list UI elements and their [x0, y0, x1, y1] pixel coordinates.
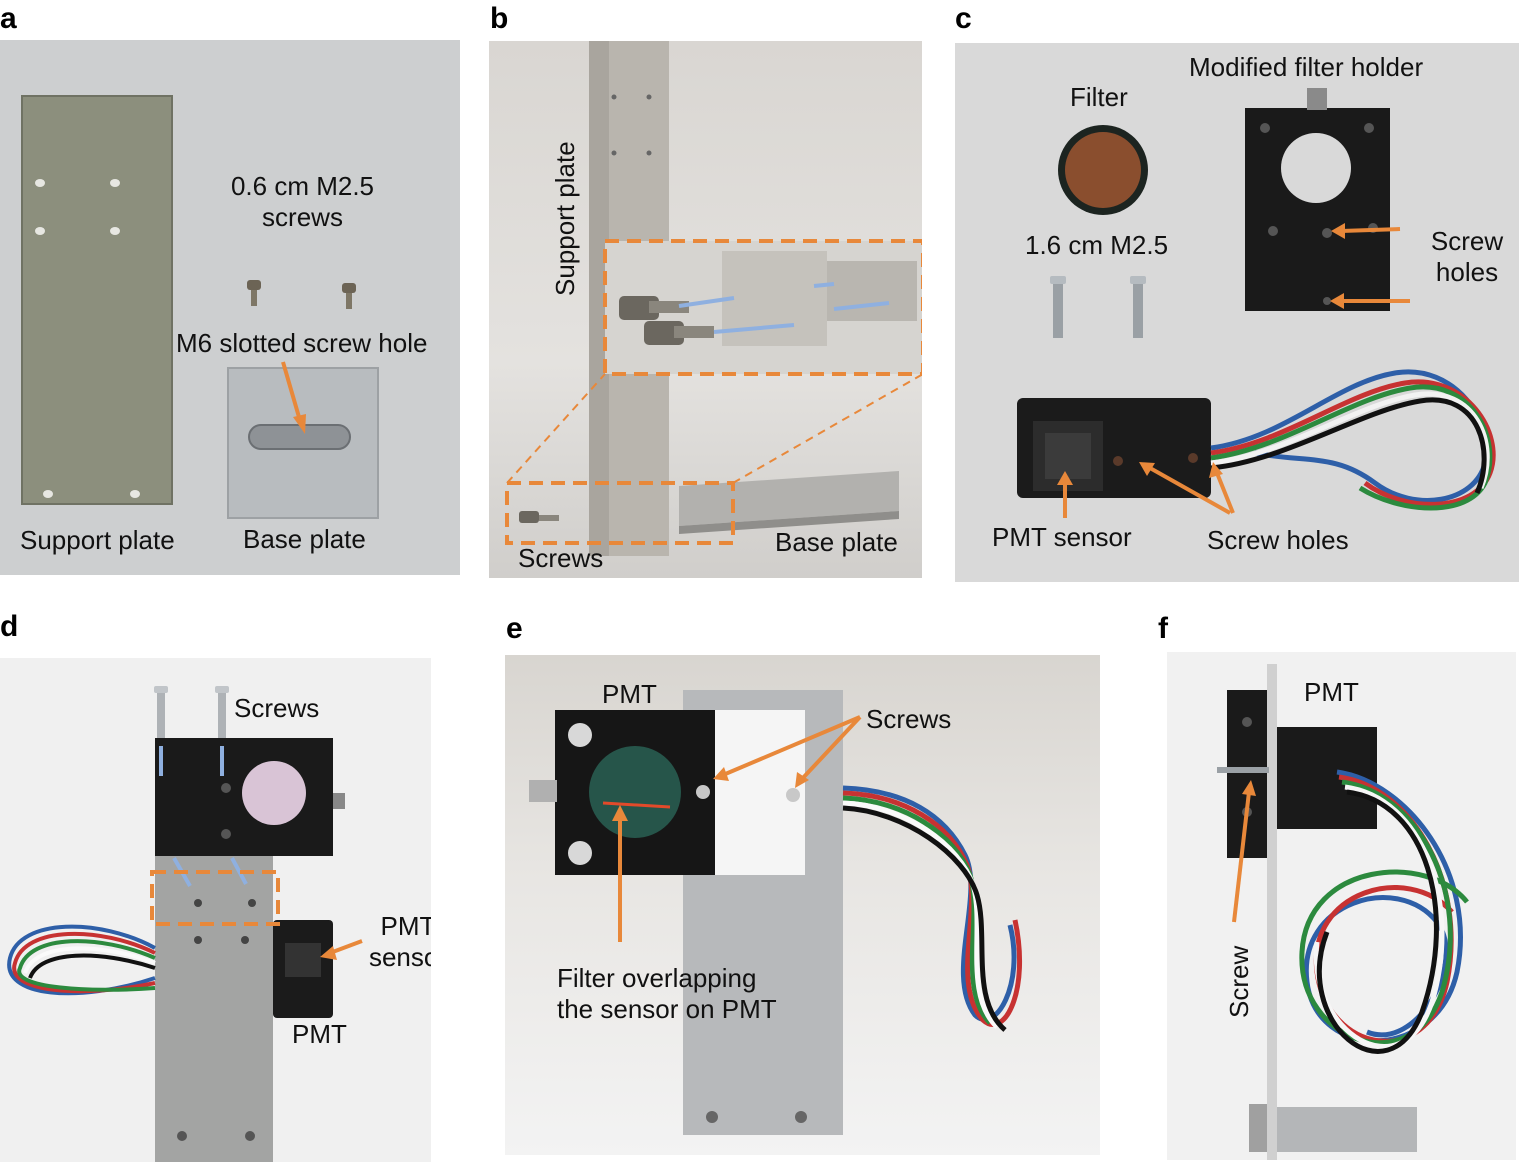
panel-letter-f: f — [1158, 612, 1168, 645]
panel-c-photo: Modified filter holder Filter 1.6 cm M2.… — [955, 43, 1519, 582]
pmt-label: PMT — [292, 1019, 347, 1049]
support-plate — [1267, 664, 1277, 1160]
panel-e-photo: PMT Screws Filter overlapping the sensor… — [505, 655, 1100, 1155]
screws-label-line2: screws — [262, 202, 343, 232]
panel-f-drawing — [1167, 652, 1516, 1160]
filter-holder-label: Modified filter holder — [1189, 52, 1424, 82]
panel-letter-a: a — [0, 2, 17, 35]
screw-holes-bottom-label: Screw holes — [1207, 525, 1349, 555]
panel-f-photo: PMT Screw — [1167, 652, 1516, 1160]
panel-c-drawing — [955, 43, 1519, 582]
screws-label: Screws — [518, 543, 604, 573]
panel-d-photo: Screws PMT sensor PMT — [0, 658, 431, 1162]
screw-holes-top-line1: Screw — [1430, 226, 1504, 256]
screws-label: Screws — [866, 704, 952, 734]
panel-b-photo: Support plate Screws Base plate — [489, 41, 922, 578]
screws-label: Screws — [234, 693, 320, 723]
screw-label-rotated: Screw — [1224, 945, 1254, 1018]
panel-e-drawing — [505, 655, 1100, 1155]
panel-letter-d: d — [0, 610, 19, 643]
support-plate-label: Support plate — [20, 525, 175, 555]
filter-holder — [1227, 690, 1267, 858]
pmt-sensor-line1: PMT — [380, 911, 431, 941]
pmt-sensor-label: PMT sensor — [992, 522, 1132, 552]
panel-letter-b: b — [490, 2, 509, 35]
screw-holes-top-line2: holes — [1435, 257, 1499, 287]
panel-d-drawing — [0, 658, 431, 1162]
base-plate-label: Base plate — [243, 524, 366, 554]
panel-a-drawing — [0, 40, 460, 575]
support-plate — [155, 853, 273, 1162]
screws-label-line1: 0.6 cm M2.5 — [230, 171, 375, 201]
long-screws-label: 1.6 cm M2.5 — [1025, 230, 1169, 260]
pmt-label: PMT — [602, 679, 657, 709]
panel-letter-e: e — [506, 612, 523, 645]
filter-overlap-line2: the sensor on PMT — [557, 994, 777, 1024]
pmt-sensor-line2: sensor — [368, 942, 431, 972]
support-plate — [22, 96, 172, 504]
support-plate-label-rotated: Support plate — [550, 141, 580, 296]
base-plate-label: Base plate — [775, 527, 898, 557]
filter-label: Filter — [1070, 82, 1128, 112]
panel-a-photo: 0.6 cm M2.5 screws M6 slotted screw hole… — [0, 40, 460, 575]
panel-b-drawing — [489, 41, 922, 578]
panel-letter-c: c — [955, 2, 972, 35]
slot-hole-label: M6 slotted screw hole — [176, 328, 428, 358]
pmt-label: PMT — [1304, 677, 1359, 707]
filter-overlap-line1: Filter overlapping — [557, 963, 757, 993]
